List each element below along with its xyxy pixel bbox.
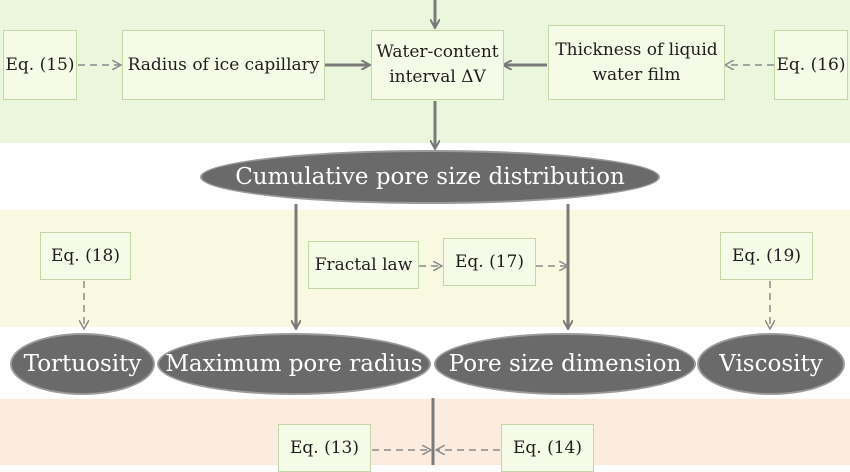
cumulative-distribution-label: Cumulative pore size distribution bbox=[235, 164, 625, 190]
radius-ice-capillary-box: Radius of ice capillary bbox=[122, 30, 325, 100]
pore-size-dimension-ellipse: Pore size dimension bbox=[434, 333, 696, 395]
eq19-box: Eq. (19) bbox=[720, 232, 813, 280]
thickness-line2-label: water film bbox=[592, 64, 681, 85]
eq18-label: Eq. (18) bbox=[51, 245, 120, 266]
radius-ice-capillary-label: Radius of ice capillary bbox=[127, 54, 320, 75]
tortuosity-label: Tortuosity bbox=[23, 351, 142, 377]
eq17-box: Eq. (17) bbox=[443, 238, 536, 286]
fractal-law-label: Fractal law bbox=[314, 254, 413, 275]
water-content-label: Water-content bbox=[376, 42, 499, 63]
eq19-label: Eq. (19) bbox=[732, 245, 801, 266]
viscosity-label: Viscosity bbox=[719, 351, 823, 377]
middle-band bbox=[0, 210, 850, 327]
cumulative-distribution-ellipse: Cumulative pore size distribution bbox=[200, 150, 660, 204]
eq16-label: Eq. (16) bbox=[776, 54, 846, 75]
thickness-water-film-box: Thickness of liquid water film bbox=[548, 25, 725, 100]
pore-size-dimension-label: Pore size dimension bbox=[448, 351, 682, 377]
eq13-box: Eq. (13) bbox=[278, 424, 371, 472]
max-pore-radius-label: Maximum pore radius bbox=[165, 351, 423, 377]
viscosity-ellipse: Viscosity bbox=[697, 333, 845, 395]
max-pore-radius-ellipse: Maximum pore radius bbox=[157, 333, 431, 395]
water-content-box: Water-content interval ΔV bbox=[371, 30, 504, 100]
tortuosity-ellipse: Tortuosity bbox=[10, 333, 155, 395]
eq18-box: Eq. (18) bbox=[40, 232, 131, 280]
eq17-label: Eq. (17) bbox=[455, 251, 524, 272]
eq15-label: Eq. (15) bbox=[5, 54, 75, 75]
eq15-box: Eq. (15) bbox=[3, 30, 77, 100]
eq16-box: Eq. (16) bbox=[774, 30, 848, 100]
thickness-line1-label: Thickness of liquid bbox=[555, 39, 718, 60]
fractal-law-box: Fractal law bbox=[308, 241, 419, 289]
eq13-label: Eq. (13) bbox=[290, 437, 359, 458]
eq14-label: Eq. (14) bbox=[513, 437, 582, 458]
water-interval-label: interval ΔV bbox=[389, 67, 486, 87]
